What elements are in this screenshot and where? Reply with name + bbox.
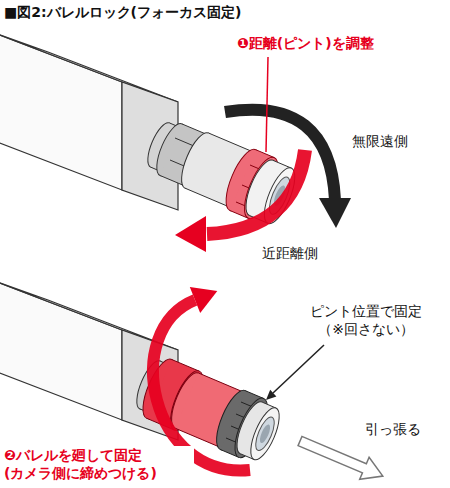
lens-glass bbox=[258, 423, 272, 444]
leader-line bbox=[266, 57, 268, 152]
lens-glass bbox=[252, 415, 278, 453]
callout-label: ❶距離(ピント)を調整 bbox=[237, 34, 374, 52]
rotate-arrow-head bbox=[190, 287, 218, 313]
rotate-arrow bbox=[153, 300, 250, 470]
direction-label: 無限遠側 bbox=[352, 132, 408, 150]
far-arrow bbox=[225, 110, 335, 200]
leader-arrow-head bbox=[266, 390, 276, 400]
direction-label: 近距離側 bbox=[262, 244, 318, 262]
camera-body-side bbox=[0, 32, 122, 190]
direction-label: 引っ張る bbox=[365, 420, 421, 438]
callout-label: ❷バレルを廻して固定 (カメラ側に締めつける) bbox=[4, 446, 194, 482]
far-arrow-head bbox=[319, 198, 351, 228]
figure-title: ■図2:バレルロック(フォーカス固定) bbox=[4, 3, 241, 21]
pull-arrow bbox=[298, 436, 383, 479]
leader-line bbox=[273, 345, 324, 393]
note-label: ピント位置で固定 （※回さない） bbox=[296, 302, 436, 338]
camera-body-top bbox=[0, 280, 178, 350]
camera-body-side bbox=[0, 280, 122, 420]
lens-front bbox=[245, 404, 285, 463]
near-arrow-head bbox=[175, 216, 206, 252]
near-arrow bbox=[207, 150, 305, 234]
camera-body-top bbox=[0, 32, 178, 102]
